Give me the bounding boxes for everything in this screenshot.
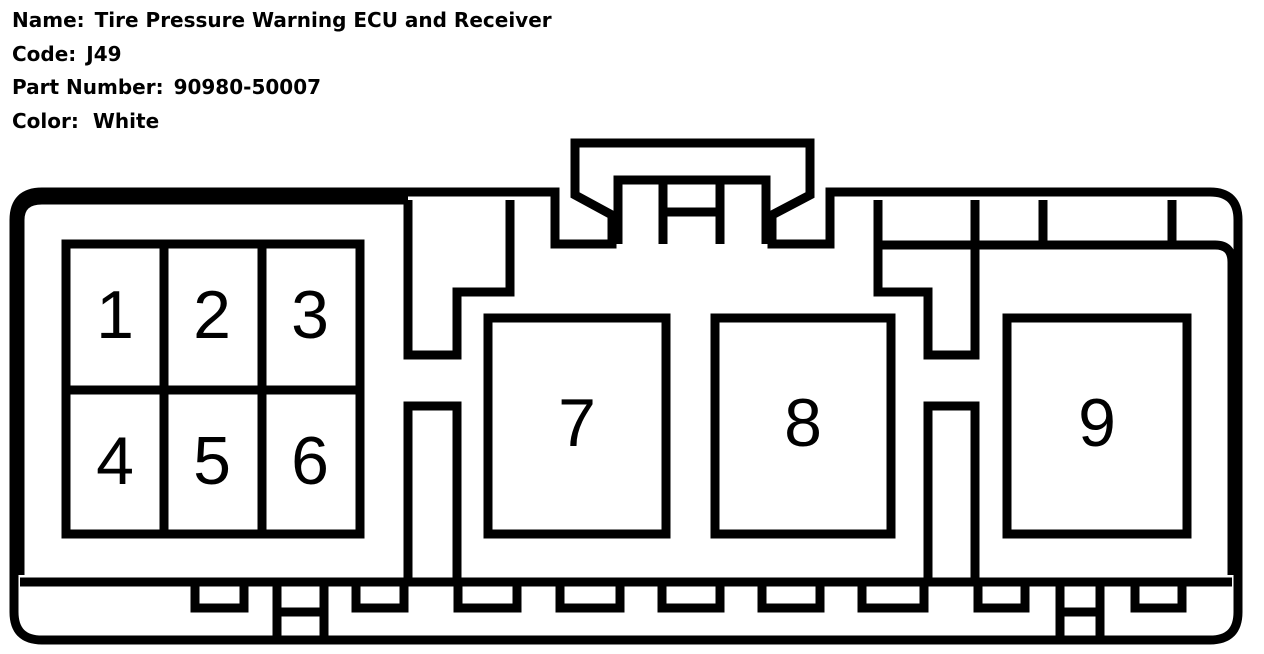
pin-1-label: 1 bbox=[96, 277, 134, 353]
pin-5-label: 5 bbox=[193, 423, 231, 499]
color-row: Color: White bbox=[12, 105, 552, 139]
inner-recess bbox=[15, 195, 408, 575]
pin-4-label: 4 bbox=[96, 423, 134, 499]
code-row: Code: J49 bbox=[12, 38, 552, 72]
part-number-row: Part Number: 90980-50007 bbox=[12, 71, 552, 105]
name-label: Name: bbox=[12, 8, 85, 32]
bottom-latch-7 bbox=[857, 582, 929, 613]
pin-9-label: 9 bbox=[1078, 385, 1116, 461]
pin-6-label: 6 bbox=[291, 423, 329, 499]
pin-2-label: 2 bbox=[193, 277, 231, 353]
left-lower-guide bbox=[403, 401, 462, 582]
name-value: Tire Pressure Warning ECU and Receiver bbox=[94, 8, 552, 32]
part-number-label: Part Number: bbox=[12, 75, 164, 99]
bottom-latch-1 bbox=[190, 582, 249, 613]
housing-outline bbox=[9, 138, 1243, 645]
pin-9-cavity bbox=[1002, 313, 1192, 539]
pin-3-label: 3 bbox=[291, 277, 329, 353]
color-label: Color: bbox=[12, 108, 79, 133]
pin-7-label: 7 bbox=[558, 385, 596, 461]
code-value: J49 bbox=[86, 41, 122, 66]
bottom-latch-6 bbox=[757, 582, 825, 613]
pin-7-cavity bbox=[483, 313, 671, 539]
pin-8-label: 8 bbox=[784, 385, 822, 461]
bottom-latch-2 bbox=[351, 582, 409, 613]
bottom-latch-8 bbox=[973, 582, 1030, 613]
bottom-latch-3 bbox=[453, 582, 522, 613]
top-right-recess bbox=[878, 240, 1237, 575]
bottom-latch-4 bbox=[555, 582, 625, 613]
name-row: Name: Tire Pressure Warning ECU and Recei… bbox=[12, 4, 552, 38]
bottom-latch-5 bbox=[657, 582, 725, 613]
bottom-latch-9 bbox=[1130, 582, 1187, 613]
code-label: Code: bbox=[12, 41, 77, 66]
pin-8-cavity bbox=[710, 313, 896, 539]
color-value: White bbox=[92, 108, 160, 133]
left-upper-guide bbox=[403, 200, 515, 360]
connector-info: Name: Tire Pressure Warning ECU and Recei… bbox=[12, 4, 552, 138]
right-lower-guide bbox=[923, 401, 980, 582]
part-number-value: 90980-50007 bbox=[173, 75, 322, 99]
right-upper-guide bbox=[873, 200, 980, 360]
